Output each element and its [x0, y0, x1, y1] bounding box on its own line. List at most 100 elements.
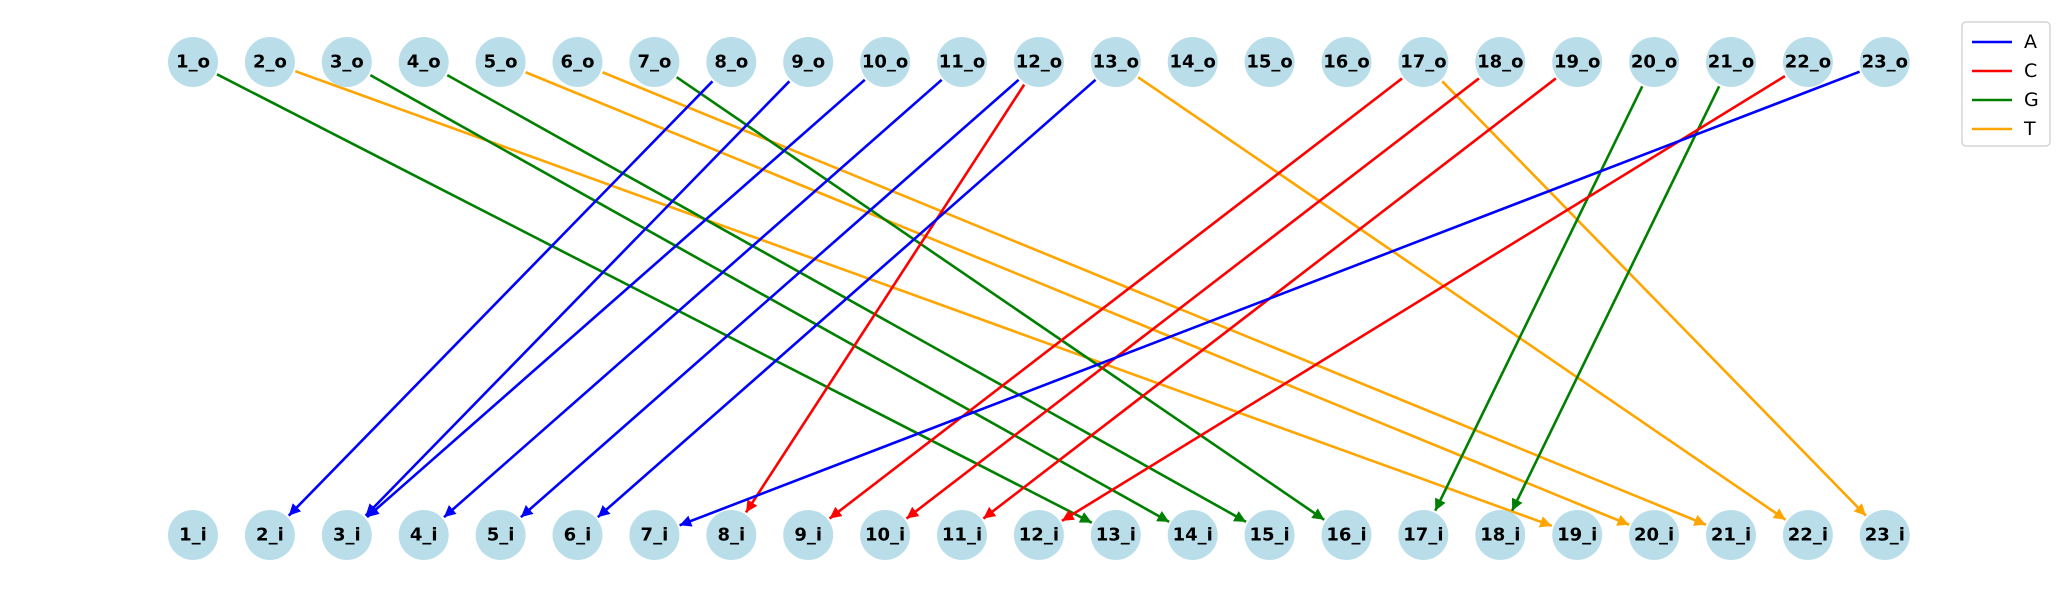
node-circle [1859, 37, 1910, 87]
input-node-17_i: 17_i [1398, 510, 1449, 560]
output-node-23_o: 23_o [1859, 37, 1910, 87]
node-circle [1013, 37, 1064, 87]
node-circle [168, 510, 218, 560]
output-node-19_o: 19_o [1552, 37, 1603, 87]
output-node-10_o: 10_o [860, 37, 911, 87]
node-circle [1629, 510, 1680, 560]
node-label: 19_o [1554, 52, 1600, 73]
output-node-9_o: 9_o [783, 37, 834, 87]
output-node-15_o: 15_o [1244, 37, 1295, 87]
edge-18_o-to-10_i [905, 77, 1480, 520]
input-node-6_i: 6_i [552, 510, 603, 560]
edge-12_o-to-5_i [520, 78, 1020, 519]
node-label: 9_o [791, 52, 825, 73]
node-label: 12_i [1019, 525, 1059, 546]
edge-2_o-to-19_i [294, 69, 1553, 528]
node-circle [1167, 37, 1218, 87]
node-label: 5_i [487, 525, 515, 546]
node-circle [1475, 510, 1526, 560]
node-label: 1_o [176, 52, 210, 73]
edge-23_o-to-7_i [679, 70, 1861, 527]
node-label: 7_o [637, 52, 671, 73]
node-label: 6_i [564, 525, 592, 546]
input-node-11_i: 11_i [937, 510, 987, 560]
legend-item-A: A [1972, 31, 2037, 53]
node-circle [783, 37, 834, 87]
node-label: 19_i [1557, 525, 1597, 546]
legend-label: G [2024, 89, 2039, 111]
node-label: 22_o [1785, 52, 1831, 73]
node-circle [1782, 510, 1833, 560]
node-circle [706, 510, 757, 560]
node-circle [937, 510, 987, 560]
edge-5_o-to-20_i [525, 71, 1630, 526]
node-label: 2_o [253, 52, 287, 73]
edge-1_o-to-13_i [216, 73, 1093, 524]
input-node-1_i: 1_i [168, 510, 218, 560]
edge-11_o-to-4_i [443, 78, 943, 519]
node-label: 8_o [714, 52, 748, 73]
node-circle [1090, 37, 1141, 87]
node-circle [1706, 37, 1756, 87]
node-circle [1244, 37, 1295, 87]
node-label: 20_o [1631, 52, 1677, 73]
output-node-13_o: 13_o [1090, 37, 1141, 87]
node-circle [1552, 510, 1603, 560]
node-circle [475, 510, 526, 560]
node-label: 23_i [1865, 525, 1905, 546]
node-circle [1782, 37, 1833, 87]
node-circle [321, 37, 372, 87]
node-label: 2_i [256, 525, 284, 546]
node-label: 4_i [410, 525, 438, 546]
edge-10_o-to-3_i [366, 78, 866, 519]
node-label: 18_i [1480, 525, 1520, 546]
output-node-21_o: 21_o [1706, 37, 1756, 87]
node-circle [1552, 37, 1603, 87]
node-circle [1398, 510, 1449, 560]
input-node-5_i: 5_i [475, 510, 526, 560]
node-circle [629, 510, 680, 560]
node-label: 10_o [862, 52, 908, 73]
node-circle [706, 37, 757, 87]
node-circle [1013, 510, 1064, 560]
node-circle [1090, 510, 1141, 560]
node-label: 22_i [1788, 525, 1828, 546]
node-circle [475, 37, 526, 87]
edge-17_o-to-23_i [1441, 80, 1867, 517]
node-label: 18_o [1477, 52, 1523, 73]
node-circle [937, 37, 987, 87]
edge-13_o-to-6_i [596, 78, 1097, 519]
edge-20_o-to-17_i [1434, 85, 1644, 512]
node-label: 3_i [333, 525, 361, 546]
edge-13_o-to-22_i [1137, 76, 1787, 521]
output-node-11_o: 11_o [937, 37, 987, 87]
node-label: 13_i [1096, 525, 1136, 546]
output-node-3_o: 3_o [321, 37, 372, 87]
node-circle [398, 37, 449, 87]
node-circle [783, 510, 834, 560]
legend-item-T: T [1972, 118, 2036, 140]
node-circle [244, 37, 295, 87]
edge-7_o-to-16_i [675, 76, 1325, 521]
output-node-4_o: 4_o [398, 37, 449, 87]
node-circle [552, 37, 603, 87]
edge-9_o-to-3_i [364, 80, 791, 517]
legend-label: C [2024, 60, 2037, 82]
node-circle [552, 510, 603, 560]
node-label: 8_i [717, 525, 745, 546]
edge-12_o-to-8_i [744, 83, 1026, 514]
node-circle [168, 37, 218, 87]
node-label: 17_o [1400, 52, 1446, 73]
node-label: 21_i [1711, 525, 1751, 546]
node-circle [1321, 37, 1372, 87]
edge-17_o-to-9_i [828, 77, 1403, 520]
output-node-20_o: 20_o [1629, 37, 1680, 87]
input-node-21_i: 21_i [1706, 510, 1756, 560]
output-node-2_o: 2_o [244, 37, 295, 87]
node-circle [398, 510, 449, 560]
node-circle [1244, 510, 1295, 560]
input-node-3_i: 3_i [321, 510, 372, 560]
